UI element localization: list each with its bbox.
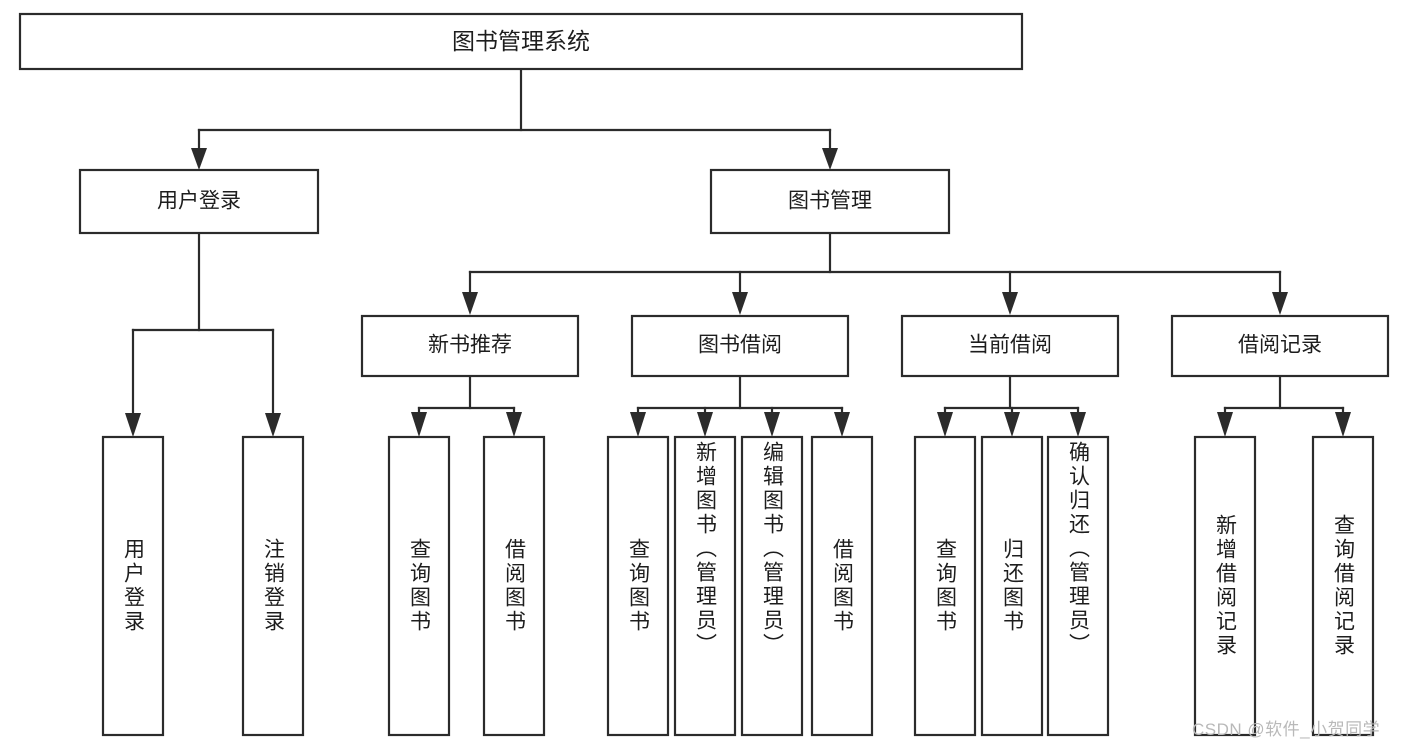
arrowhead-current-borrow (1002, 292, 1018, 315)
arrowhead-book-borrow (732, 292, 748, 315)
leaf-box-query-books-bb[interactable] (606, 435, 670, 737)
leaf-box-query-record[interactable] (1311, 435, 1375, 737)
leaf-box-add-record[interactable] (1193, 435, 1257, 737)
arrowhead-borrow-record (1272, 292, 1288, 315)
arrowhead-bb-leaf-3 (764, 412, 780, 437)
node-borrow-record-box[interactable] (1170, 314, 1390, 378)
arrowhead-br-leaf-1 (1217, 412, 1233, 437)
arrowhead-leaf-user-login (125, 413, 141, 437)
node-borrow-record-label: 借阅记录 (1238, 334, 1322, 357)
leaf-box-borrow-books-nb[interactable] (482, 435, 546, 737)
arrowhead-bb-leaf-2 (697, 412, 713, 437)
node-new-book-recommend[interactable]: 新书推荐 (360, 314, 580, 378)
leaf-box-confirm-return[interactable] (1046, 435, 1110, 737)
arrowhead-book-mgmt (822, 148, 838, 170)
arrowhead-bb-leaf-1 (630, 412, 646, 437)
node-user-login-box[interactable] (78, 168, 320, 235)
connector-group (125, 67, 1351, 437)
node-borrow-record[interactable]: 借阅记录 (1170, 314, 1390, 378)
node-root-box[interactable] (18, 12, 1024, 71)
arrowhead-nb-leaf-2 (506, 412, 522, 437)
arrowhead-leaf-logout (265, 413, 281, 437)
node-current-borrow-box[interactable] (900, 314, 1120, 378)
node-user-login[interactable]: 用户登录 (78, 168, 320, 235)
node-current-borrow-label: 当前借阅 (968, 334, 1052, 357)
csdn-watermark: CSDN @软件_小贺同学 (1192, 720, 1381, 739)
arrowhead-br-leaf-2 (1335, 412, 1351, 437)
leaf-box-add-book-admin[interactable] (673, 435, 737, 737)
leaf-box-logout[interactable] (241, 435, 305, 737)
arrowhead-nb-leaf-1 (411, 412, 427, 437)
node-book-management[interactable]: 图书管理 (709, 168, 951, 235)
arrowhead-cb-leaf-3 (1070, 412, 1086, 437)
leaf-box-return-books[interactable] (980, 435, 1044, 737)
arrowhead-cb-leaf-2 (1004, 412, 1020, 437)
node-root[interactable]: 图书管理系统 (18, 12, 1024, 71)
node-book-borrow-label: 图书借阅 (698, 334, 782, 357)
arrowhead-cb-leaf-1 (937, 412, 953, 437)
leaf-box-borrow-books-bb[interactable] (810, 435, 874, 737)
leaf-box-user-login[interactable] (101, 435, 165, 737)
node-book-management-box[interactable] (709, 168, 951, 235)
node-user-login-label: 用户登录 (157, 190, 241, 213)
node-book-borrow-box[interactable] (630, 314, 850, 378)
node-book-management-label: 图书管理 (788, 190, 872, 213)
node-new-book-recommend-label: 新书推荐 (428, 334, 512, 357)
arrowhead-new-books (462, 292, 478, 315)
leaf-box-query-books-nb[interactable] (387, 435, 451, 737)
node-current-borrow[interactable]: 当前借阅 (900, 314, 1120, 378)
arrowhead-bb-leaf-4 (834, 412, 850, 437)
leaf-box-edit-book-admin[interactable] (740, 435, 804, 737)
node-root-label: 图书管理系统 (452, 28, 590, 54)
arrowhead-user-login (191, 148, 207, 170)
node-new-book-recommend-box[interactable] (360, 314, 580, 378)
leaf-box-query-books-cb[interactable] (913, 435, 977, 737)
node-book-borrow[interactable]: 图书借阅 (630, 314, 850, 378)
